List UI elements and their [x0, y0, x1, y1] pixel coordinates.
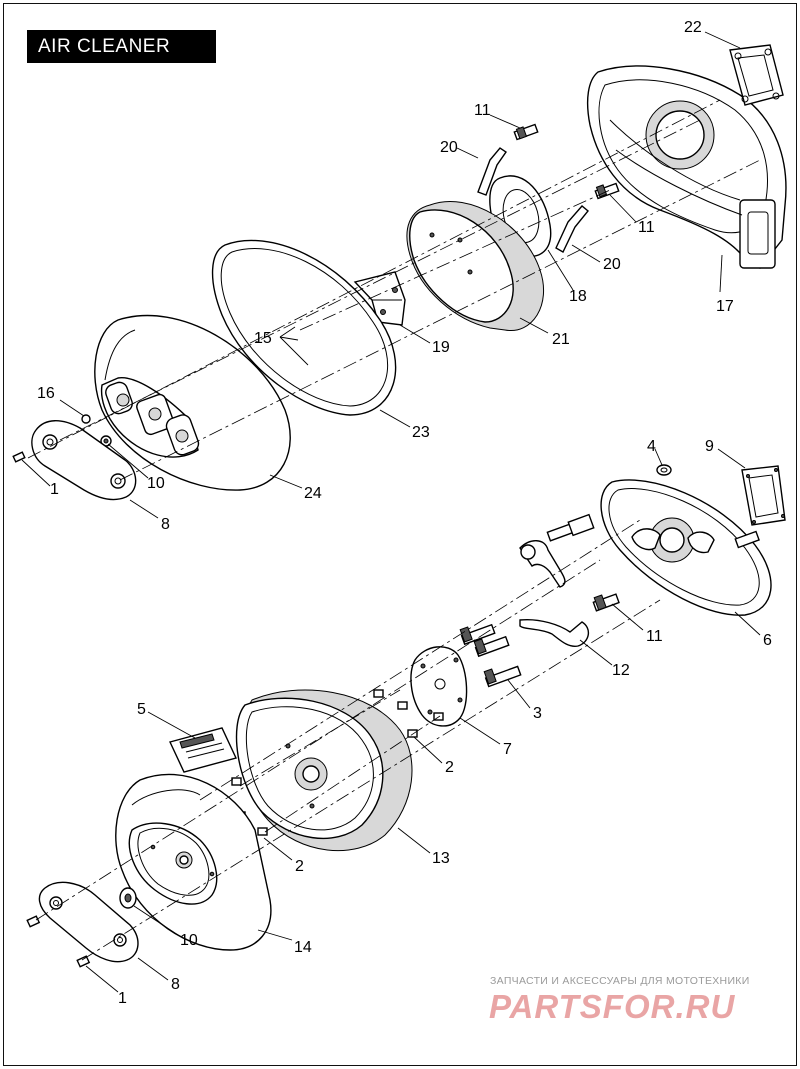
nut-10-lower — [119, 887, 137, 909]
callout-24: 24 — [304, 485, 322, 502]
screw-1-lower-a — [26, 915, 41, 928]
watermark-tagline: ЗАПЧАСТИ И АКСЕССУАРЫ ДЛЯ МОТОТЕХНИКИ — [490, 975, 750, 987]
callout-17: 17 — [716, 298, 734, 315]
screw-1-top — [12, 451, 26, 463]
fitting-near-9 — [734, 530, 760, 549]
callout-22: 22 — [684, 19, 702, 36]
filter-element-13 — [235, 689, 413, 852]
callout-10: 10 — [180, 932, 198, 949]
label-decal-5 — [169, 727, 237, 773]
nut-10-top — [100, 435, 112, 447]
breather-bolt-11-lower — [592, 593, 620, 612]
callout-12: 12 — [612, 662, 630, 679]
washer-4 — [656, 464, 672, 476]
callout-3: 3 — [533, 705, 542, 722]
washer-16 — [81, 414, 91, 424]
breather-hose-20-lower — [555, 205, 589, 253]
breather-hose-12 — [519, 540, 589, 648]
assembly-axis-lines-upper — [27, 99, 761, 481]
callout-labels: 22 11 20 11 20 18 17 21 19 15 23 16 10 1… — [37, 19, 772, 1007]
bolts-3 — [459, 623, 522, 688]
callout-8: 8 — [161, 516, 170, 533]
assembly-axis-lines-lower — [35, 519, 661, 961]
screws-2-upper — [373, 689, 444, 738]
air-cleaner-cover-24 — [94, 314, 291, 491]
callout-23: 23 — [412, 424, 430, 441]
callout-18: 18 — [569, 288, 587, 305]
air-cleaner-cover-14 — [115, 773, 272, 951]
callout-20: 20 — [440, 139, 458, 156]
callout-19: 19 — [432, 339, 450, 356]
callout-9: 9 — [705, 438, 714, 455]
callout-5: 5 — [137, 701, 146, 718]
filter-element-21 — [406, 200, 545, 332]
breather-hose-20-upper — [477, 147, 507, 196]
callout-6: 6 — [763, 632, 772, 649]
backplate-6 — [600, 479, 772, 616]
screw-1-lower-b — [76, 955, 91, 968]
callout-7: 7 — [503, 741, 512, 758]
callout-21: 21 — [552, 331, 570, 348]
gasket-9 — [741, 465, 786, 526]
callout-11: 11 — [638, 219, 655, 236]
callout-20: 20 — [603, 256, 621, 273]
callout-4: 4 — [647, 438, 656, 455]
callout-11: 11 — [646, 628, 663, 645]
diagram-frame — [3, 3, 797, 1066]
callout-8: 8 — [171, 976, 180, 993]
backplate-17 — [586, 65, 787, 269]
callout-13: 13 — [432, 850, 450, 867]
callout-11: 11 — [474, 102, 491, 119]
diagram-title: AIR CLEANER — [27, 30, 216, 63]
trim-plate-8-top — [31, 420, 137, 501]
callout-2: 2 — [445, 759, 454, 776]
breather-fitting-left — [546, 513, 595, 542]
breather-bolt-11-top — [513, 123, 539, 141]
callout-14: 14 — [294, 939, 312, 956]
callout-10: 10 — [147, 475, 165, 492]
callout-1: 1 — [50, 481, 59, 498]
callout-16: 16 — [37, 385, 55, 402]
gasket-22 — [729, 44, 784, 106]
callout-2: 2 — [295, 858, 304, 875]
callout-1: 1 — [118, 990, 127, 1007]
callout-15: 15 — [254, 330, 272, 347]
leader-lines — [21, 31, 761, 993]
watermark-logo: PARTSFOR.RU — [489, 988, 736, 1025]
